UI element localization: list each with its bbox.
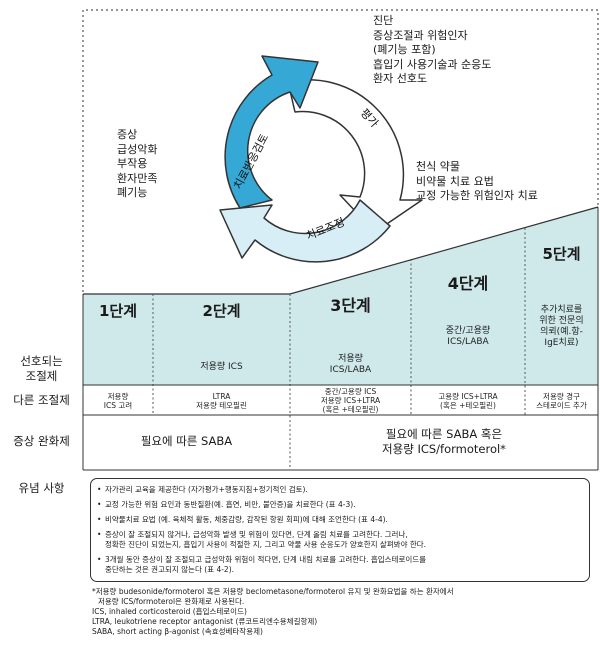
step-4-preferred: 중간/고용량 ICS/LABA — [445, 326, 491, 347]
review-item: 폐기능 — [117, 186, 148, 199]
assess-item: 환자 선호도 — [373, 72, 428, 85]
review-item: 부작용 — [117, 157, 148, 170]
step-3-preferred: 저용량 ICS/LABA — [329, 354, 372, 375]
footnote-line: 저용량 ICS/formoterol은 완화제로 사용된다. — [98, 597, 245, 606]
treatment-cycle-diagram: 평가 치료반응검토 치료조정 — [219, 55, 423, 263]
step-5-preferred: 추가치료를 위한 전문의 의뢰(예.항- IgE치료) — [539, 305, 584, 348]
footnote-line: ICS, inhaled corticosteroid (흡입스테로이드) — [92, 607, 247, 616]
adjust-item: 교정 가능한 위험인자 치료 — [416, 189, 538, 202]
reliever-steps-1-2: 필요에 따른 SABA — [140, 434, 233, 448]
step-5-title: 5단계 — [542, 245, 581, 263]
review-arrow — [224, 55, 319, 209]
step-1-other: 저용량 ICS 고려 — [103, 392, 133, 410]
step-4-other: 고용량 ICS+LTRA (혹은 +테오필린) — [438, 392, 498, 410]
reliever-steps-3-5: 필요에 따른 SABA 혹은 저용량 ICS/formoterol* — [382, 427, 506, 456]
note-item: 3개월 동안 증상이 잘 조절되고 급성악화 위험이 적다면, 단계 내림 치료… — [97, 555, 581, 575]
adjust-items: 천식 약물 비약물 치료 요법 교정 가능한 위험인자 치료 — [416, 160, 538, 204]
step-2-other: LTRA 저용량 테오필린 — [196, 392, 247, 410]
assess-items: 진단 증상조절과 위험인자 (폐기능 포함) 흡입기 사용기술과 순응도 환자 … — [373, 14, 491, 87]
step-3-title: 3단계 — [330, 296, 371, 315]
step-2-preferred: 저용량 ICS — [200, 362, 243, 372]
note-item: 증상이 잘 조절되지 않거나, 급성악화 발생 및 위험이 있다면, 단계 올림… — [97, 530, 581, 550]
footnote-line: LTRA, leukotriene receptor antagonist (류… — [92, 617, 318, 626]
step-4-title: 4단계 — [447, 274, 489, 293]
note-item: 자가관리 교육을 제공한다 (자가평가+행동지침+정기적인 검토). — [97, 485, 581, 495]
step-1-title: 1단계 — [98, 302, 138, 320]
adjust-arrow — [219, 199, 391, 263]
footnote-line: SABA, short acting β-agonist (속효성베타작용제) — [92, 627, 263, 636]
notes-box: 자가관리 교육을 제공한다 (자가평가+행동지침+정기적인 검토). 교정 가능… — [90, 478, 590, 582]
assess-item: 진단 — [373, 14, 394, 27]
assess-item: 증상조절과 위험인자 — [373, 28, 468, 42]
assess-item: (폐기능 포함) — [373, 43, 436, 56]
adjust-item: 비약물 치료 요법 — [416, 174, 494, 188]
review-item: 급성악화 — [117, 142, 158, 156]
footnote-line: *저용량 budesonide/formoterol 혹은 저용량 beclom… — [92, 587, 454, 596]
step-5-other: 저용량 경구 스테로이드 추가 — [536, 392, 587, 410]
assess-item: 흡입기 사용기술과 순응도 — [373, 57, 492, 71]
review-items: 증상 급성악화 부작용 환자만족 폐기능 — [117, 128, 157, 201]
row-label-reliever: 증상 완화제 — [13, 434, 70, 448]
note-item: 교정 가능한 위험 요인과 동반질환(예. 흡연, 비만, 불안증)을 치료한다… — [97, 500, 581, 510]
adjust-item: 천식 약물 — [416, 160, 460, 173]
assess-arrow — [287, 79, 423, 233]
footnote: *저용량 budesonide/formoterol 혹은 저용량 beclom… — [92, 587, 592, 637]
row-label-preferred: 선호되는 조절제 — [20, 354, 63, 383]
note-item: 비약물치료 요법 (예. 육체적 활동, 체중감량, 감작된 항원 회피)에 대… — [97, 515, 581, 525]
step-fill — [83, 207, 598, 385]
review-item: 환자만족 — [117, 171, 158, 185]
step-2-title: 2단계 — [202, 302, 241, 320]
step-3-other: 중간/고용량 ICS 저용량 ICS+LTRA (혹은 +테오필린) — [320, 387, 381, 414]
row-label-other: 다른 조절제 — [13, 393, 70, 407]
review-item: 증상 — [117, 128, 138, 141]
row-label-notes: 유념 사항 — [18, 481, 65, 495]
